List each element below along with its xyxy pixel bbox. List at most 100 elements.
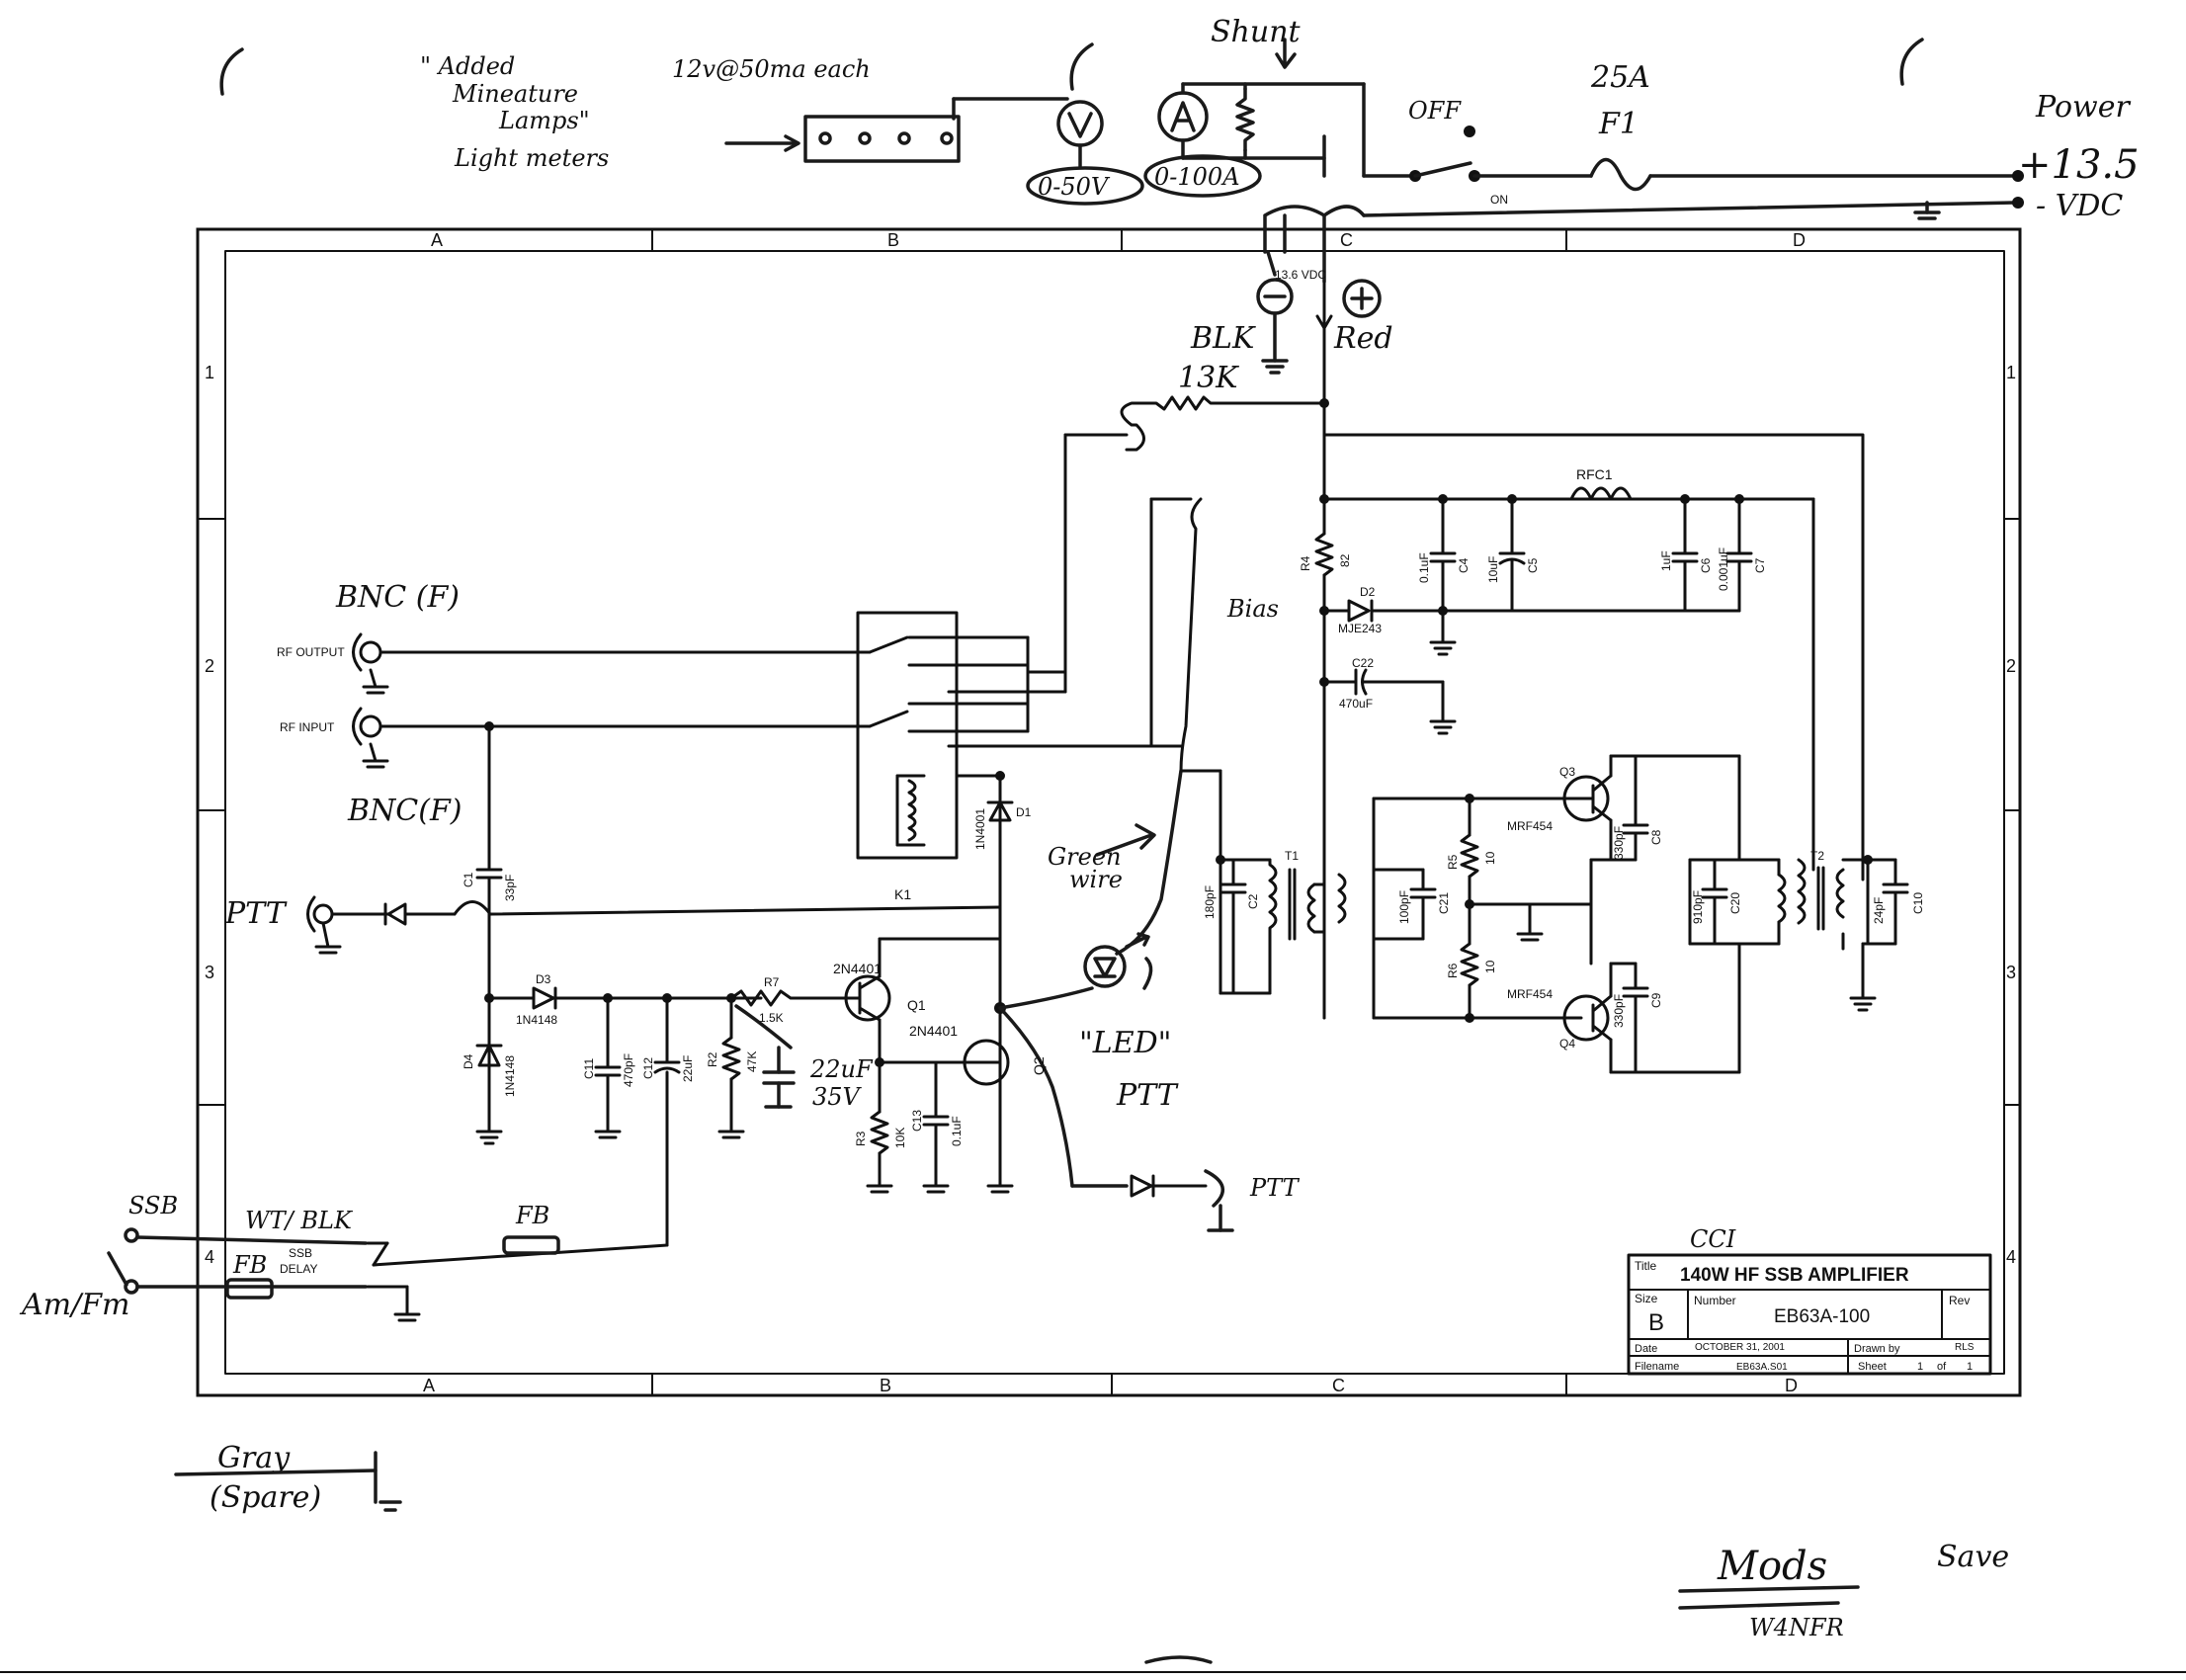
zone-col-b-top: B <box>887 230 899 250</box>
rf-output-label: RF OUTPUT <box>277 645 345 659</box>
c9-label: C9 <box>1649 992 1663 1008</box>
led-ptt-icon <box>1083 945 1127 988</box>
r7-label: R7 <box>764 975 780 989</box>
c13-label: C13 <box>910 1110 924 1132</box>
printed-component-labels: RF OUTPUT RF INPUT D1 1N4001 Q1 2N4401 Q… <box>277 466 1925 1276</box>
added-note-line3: Lamps" <box>498 107 590 134</box>
c21-label: C21 <box>1437 892 1451 914</box>
plus-terminal-icon <box>1342 279 1382 318</box>
volt-range-note: 0-50V <box>1038 173 1111 201</box>
d3-part: 1N4148 <box>516 1013 557 1027</box>
c7-value: 0.001uF <box>1717 547 1730 591</box>
on-label: ON <box>1490 193 1508 207</box>
w4nfr-label: W4NFR <box>1749 1614 1844 1641</box>
relay-section: K1 <box>306 611 1234 1245</box>
number-label: Number <box>1694 1294 1736 1307</box>
sheet-label: Sheet <box>1858 1361 1887 1373</box>
date-label: Date <box>1635 1343 1657 1355</box>
c11-label: C11 <box>582 1058 596 1079</box>
sheet-of: of <box>1937 1361 1947 1373</box>
green-wire-label-1: Green <box>1048 843 1122 871</box>
d4-label: D4 <box>462 1053 475 1069</box>
ptt-jack-icon <box>312 903 334 925</box>
relay-k1 <box>856 611 959 860</box>
c13-value: 0.1uF <box>950 1116 964 1146</box>
spare-label: (Spare) <box>210 1480 321 1515</box>
c2-value: 180pF <box>1203 885 1217 919</box>
rf-input-label: RF INPUT <box>280 720 335 734</box>
drawing-frame <box>196 227 2022 1397</box>
blk-label: BLK <box>1190 321 1256 356</box>
c1-label: C1 <box>462 872 475 887</box>
c21-value: 100pF <box>1397 890 1411 924</box>
r2-value: 47K <box>745 1051 759 1072</box>
bnc-bottom-label: BNC(F) <box>347 794 462 828</box>
t1-label: T1 <box>1285 849 1299 863</box>
r5-value: 10 <box>1483 851 1497 865</box>
zone-col-b-bottom: B <box>880 1376 891 1395</box>
filename-label: Filename <box>1635 1361 1679 1373</box>
c22-value: 470uF <box>1339 697 1373 711</box>
light-meters-note: Light meters <box>454 144 609 172</box>
filename-value: EB63A.S01 <box>1736 1362 1788 1373</box>
drawn-by-value: RLS <box>1955 1342 1975 1353</box>
title-block: Title 140W HF SSB AMPLIFIER Size B Numbe… <box>1627 1253 1992 1376</box>
c6-value: 1uF <box>1659 550 1673 571</box>
q2-label: Q2 <box>1031 1056 1047 1075</box>
zone-row-1-left: 1 <box>205 363 214 382</box>
rf-output-jack-icon <box>359 640 382 664</box>
r4-label: R4 <box>1299 555 1312 571</box>
d3-label: D3 <box>536 972 551 986</box>
sheet-number: 1 <box>1917 1361 1923 1373</box>
rev-label: Rev <box>1949 1294 1970 1307</box>
am-fm-label: Am/Fm <box>19 1288 129 1322</box>
d1-part: 1N4001 <box>973 808 987 850</box>
c20-label: C20 <box>1728 892 1742 914</box>
fb2-label: FB <box>232 1251 267 1279</box>
d2-part: MJE243 <box>1338 622 1382 635</box>
voltmeter-icon <box>1056 100 1104 147</box>
q4-transistor-icon <box>1562 994 1610 1042</box>
ssb-delay-label-1: SSB <box>289 1246 312 1260</box>
k1-label: K1 <box>894 886 911 902</box>
c12-label: C12 <box>641 1057 655 1079</box>
date-value: OCTOBER 31, 2001 <box>1695 1342 1785 1353</box>
bias-label: Bias <box>1226 595 1279 623</box>
q2-transistor-icon <box>963 1039 1010 1086</box>
t2-label: T2 <box>1810 849 1824 863</box>
r3-label: R3 <box>854 1131 868 1146</box>
c6-label: C6 <box>1699 557 1713 573</box>
c7-label: C7 <box>1753 557 1767 573</box>
ptt-left-label: PTT <box>224 896 288 931</box>
r4-value: 82 <box>1338 553 1352 567</box>
fb-label: FB <box>515 1202 549 1229</box>
red-label: Red <box>1333 321 1393 356</box>
bnc-top-label: BNC (F) <box>335 580 460 615</box>
ammeter-icon <box>1157 91 1209 142</box>
zone-row-4-right: 4 <box>2006 1247 2016 1267</box>
c20-value: 910pF <box>1691 890 1705 924</box>
led-ptt-label: PTT <box>1116 1078 1179 1113</box>
q2-part: 2N4401 <box>909 1023 958 1039</box>
r7-value: 1.5K <box>759 1011 784 1025</box>
handwritten-annotations: 13K Bias BNC (F) BNC(F) PTT Green wire "… <box>19 361 2009 1641</box>
c9-value: 330pF <box>1612 994 1626 1028</box>
power-handwritten-labels: " Added Mineature Lamps" 12v@50ma each L… <box>420 15 2140 356</box>
r3-value: 10K <box>893 1128 907 1148</box>
title-label: Title <box>1635 1259 1657 1273</box>
c8-label: C8 <box>1649 829 1663 845</box>
rfc1-label: RFC1 <box>1576 466 1613 482</box>
bottom-handwritten-marks <box>0 1451 2186 1673</box>
sheet-total: 1 <box>1967 1361 1973 1373</box>
q4-label: Q4 <box>1559 1037 1575 1050</box>
r13k-label: 13K <box>1178 361 1239 395</box>
shunt-note: Shunt <box>1211 15 1302 49</box>
cap22-volt-label: 35V <box>812 1083 863 1111</box>
c1-value: 33pF <box>503 875 517 901</box>
c4-label: C4 <box>1457 557 1471 573</box>
cap22-value-label: 22uF <box>809 1055 874 1083</box>
green-wire-label-2: wire <box>1069 866 1123 893</box>
mods-label: Mods <box>1717 1544 1827 1589</box>
supply-voltage-label: 13.6 VDC <box>1275 268 1326 282</box>
